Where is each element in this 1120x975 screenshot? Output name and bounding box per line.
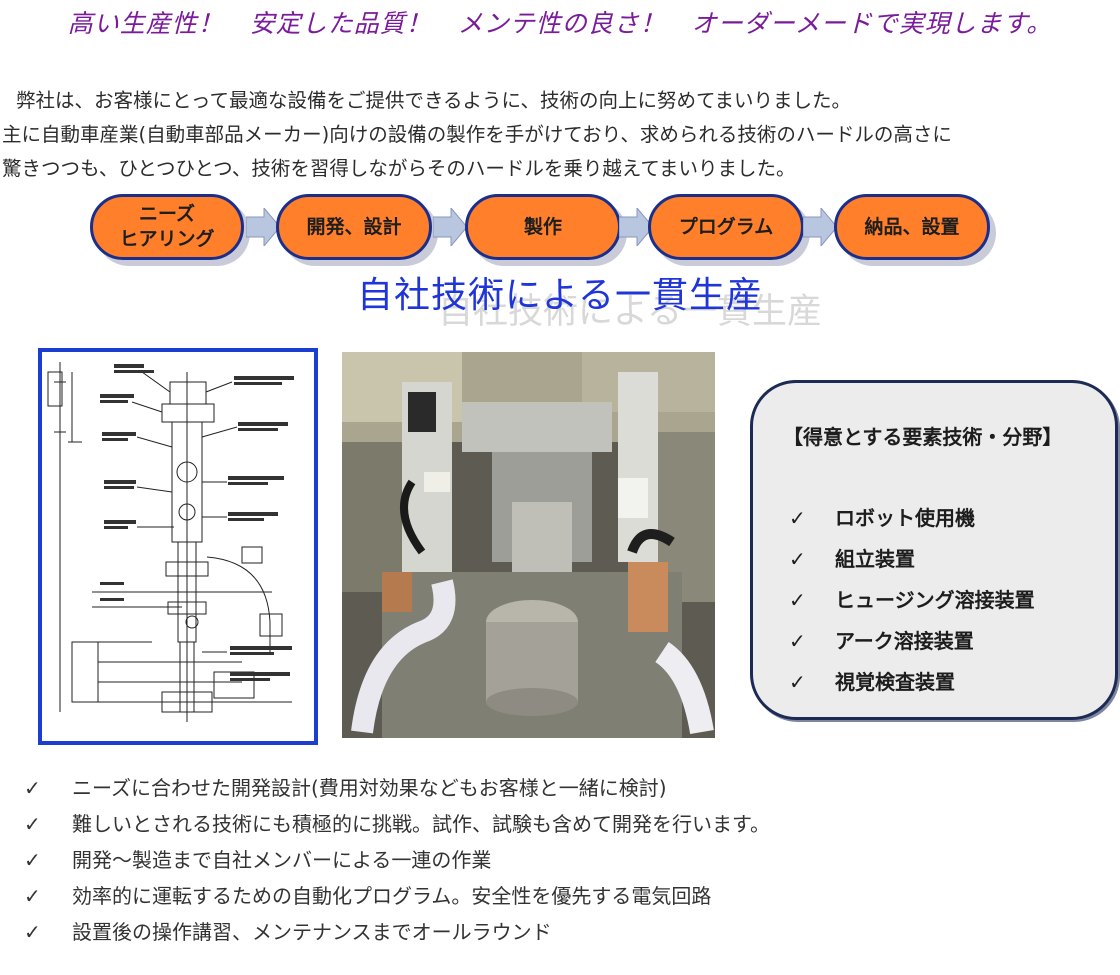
- check-icon: ✓: [24, 776, 41, 800]
- flow-arrow-icon: [246, 208, 280, 246]
- check-icon: ✓: [789, 629, 806, 653]
- assembly-machine-photo: [342, 352, 715, 738]
- feature-text: 開発～製造まで自社メンバーによる一連の作業: [72, 848, 492, 872]
- check-icon: ✓: [789, 588, 806, 612]
- process-flow: ニーズ ヒアリング 開発、設計 製作 プログラム 納品、設置: [0, 192, 1120, 272]
- list-item: ✓ 効率的に運転するための自動化プログラム。安全性を優先する電気回路: [24, 878, 770, 914]
- check-icon: ✓: [24, 848, 41, 872]
- skill-label: アーク溶接装置: [835, 629, 974, 653]
- tagline: 高い生産性！ 安定した品質！ メンテ性の良さ！ オーダーメードで実現します。: [67, 9, 1053, 38]
- skill-label: 組立装置: [835, 547, 915, 571]
- list-item: ✓ ロボット使用機: [789, 498, 1035, 539]
- flow-step-delivery: 納品、設置: [834, 194, 990, 260]
- flow-step-manufacture: 製作: [465, 194, 621, 260]
- check-icon: ✓: [24, 812, 41, 836]
- list-item: ✓ 視覚検査装置: [789, 662, 1035, 703]
- intro-line-2: 主に自動車産業(自動車部品メーカー)向けの設備の製作を手がけており、求められる技…: [2, 123, 952, 146]
- skill-label: ヒュージング溶接装置: [835, 588, 1035, 612]
- check-icon: ✓: [789, 506, 806, 530]
- flow-step-program: プログラム: [648, 194, 804, 260]
- list-item: ✓ 組立装置: [789, 539, 1035, 580]
- list-item: ✓ 難しいとされる技術にも積極的に挑戦。試作、試験も含めて開発を行います。: [24, 806, 770, 842]
- feature-text: 設置後の操作講習、メンテナンスまでオールラウンド: [72, 920, 552, 944]
- list-item: ✓ アーク溶接装置: [789, 621, 1035, 662]
- list-item: ✓ ヒュージング溶接装置: [789, 580, 1035, 621]
- skill-label: 視覚検査装置: [835, 670, 955, 694]
- feature-text: 難しいとされる技術にも積極的に挑戦。試作、試験も含めて開発を行います。: [72, 812, 770, 836]
- list-item: ✓ 設置後の操作講習、メンテナンスまでオールラウンド: [24, 914, 770, 950]
- feature-text: 効率的に運転するための自動化プログラム。安全性を優先する電気回路: [72, 884, 712, 908]
- check-icon: ✓: [789, 547, 806, 571]
- skill-label: ロボット使用機: [835, 506, 975, 530]
- core-technologies-panel: 【得意とする要素技術・分野】 ✓ ロボット使用機 ✓ 組立装置 ✓ ヒュージング溶接装…: [750, 380, 1118, 720]
- list-item: ✓ ニーズに合わせた開発設計(費用対効果などもお客様と一緒に検討): [24, 770, 770, 806]
- list-item: ✓ 開発～製造まで自社メンバーによる一連の作業: [24, 842, 770, 878]
- feature-text: ニーズに合わせた開発設計(費用対効果などもお客様と一緒に検討): [72, 776, 667, 800]
- feature-bullet-list: ✓ ニーズに合わせた開発設計(費用対効果などもお客様と一緒に検討) ✓ 難しいとされ…: [24, 770, 770, 950]
- core-technologies-list: ✓ ロボット使用機 ✓ 組立装置 ✓ ヒュージング溶接装置 ✓ アーク溶接装置 ✓ 視覚検…: [789, 498, 1035, 703]
- core-technologies-title: 【得意とする要素技術・分野】: [783, 425, 1063, 449]
- flow-arrow-icon: [433, 208, 467, 246]
- integrated-production-title: 自社技術による一貫生産: [357, 275, 763, 316]
- flow-step-design: 開発、設計: [276, 194, 432, 260]
- intro-line-3: 驚きつつも、ひとつひとつ、技術を習得しながらそのハードルを乗り越えてまいりました…: [2, 157, 796, 180]
- intro-line-1: 弊社は、お客様にとって最適な設備をご提供できるように、技術の向上に努めてまいりま…: [16, 89, 851, 112]
- check-icon: ✓: [24, 884, 41, 908]
- flow-step-needs-hearing: ニーズ ヒアリング: [90, 194, 244, 260]
- title-shadow: 自社技術による一貫生産: [438, 292, 822, 332]
- check-icon: ✓: [789, 670, 806, 694]
- intro-text: 弊社は、お客様にとって最適な設備をご提供できるように、技術の向上に努めてまいりま…: [2, 84, 1118, 186]
- technical-drawing-image: [38, 348, 318, 745]
- flow-arrow-icon: [619, 208, 653, 246]
- flow-arrow-icon: [803, 208, 837, 246]
- check-icon: ✓: [24, 920, 41, 944]
